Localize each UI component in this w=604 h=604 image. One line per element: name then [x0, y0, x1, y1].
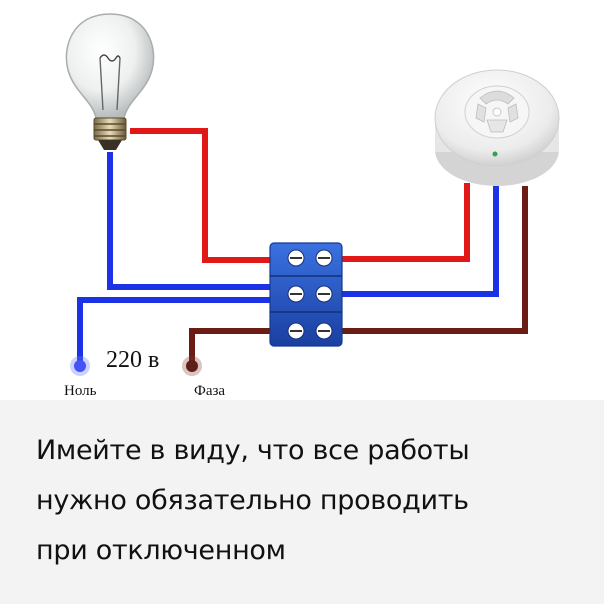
- caption-line-3: при отключенном: [36, 535, 286, 566]
- caption-line-2: нужно обязательно проводить: [36, 485, 469, 516]
- neutral-wire-feed: [77, 297, 280, 362]
- feed-wire-sensor: [340, 186, 528, 334]
- wires: [77, 128, 528, 362]
- neutral-label: Ноль: [64, 383, 97, 399]
- neutral-wire-bulb: [107, 152, 280, 290]
- phase-terminal: [182, 356, 202, 376]
- caption-text: Имейте в виду, что все работы нужно обяз…: [36, 426, 596, 576]
- terminal-block-icon: [269, 242, 343, 347]
- light-bulb-icon: [65, 13, 155, 150]
- phase-wire-bulb: [130, 128, 280, 263]
- neutral-wire-sensor: [340, 186, 499, 297]
- motion-sensor-icon: [434, 69, 560, 186]
- phase-wire-sensor: [340, 183, 470, 262]
- phase-wire-feed: [189, 328, 280, 362]
- phase-label: Фаза: [194, 383, 225, 399]
- neutral-terminal: [70, 356, 90, 376]
- wiring-diagram: 220 в Ноль Фаза: [64, 13, 560, 399]
- caption-line-1: Имейте в виду, что все работы: [36, 435, 470, 466]
- voltage-label: 220 в: [106, 347, 159, 373]
- caption-panel: [0, 400, 604, 604]
